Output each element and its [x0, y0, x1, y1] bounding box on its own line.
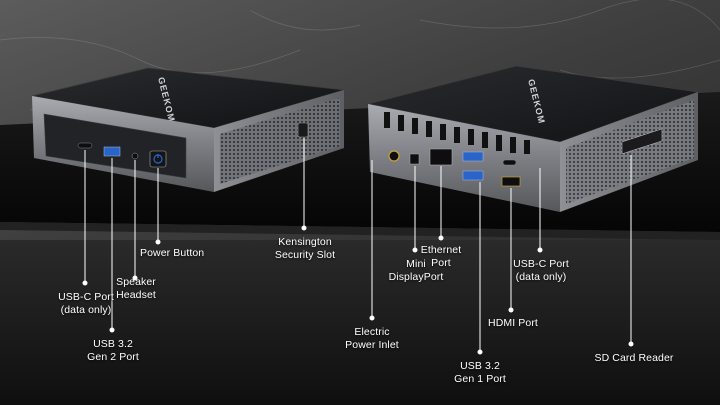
label-power-button: Power Button [140, 247, 205, 259]
mini-pc-rear: GEEKOM [367, 65, 699, 212]
audio-jack [131, 152, 139, 160]
label-kensington: Kensington Security Slot [274, 236, 336, 261]
kensington-slot-left [297, 122, 309, 138]
hdmi-port [501, 176, 521, 187]
label-mini-displayport: Mini DisplayPort [388, 258, 444, 283]
usb32-gen1-port-a [462, 151, 484, 162]
usb-c-front-port [77, 142, 93, 149]
label-hdmi: HDMI Port [488, 317, 538, 329]
label-usb-c-rear: USB-C Port (data only) [513, 258, 569, 283]
sd-card-slot [621, 128, 663, 155]
textured-floor [0, 240, 720, 405]
usb32-gen1-port-b [462, 170, 484, 181]
label-speaker-headset: Speaker Headset [116, 276, 156, 301]
rear-vents [384, 112, 530, 154]
mini-dp-port [409, 153, 420, 165]
dc-inlet [388, 150, 400, 162]
usb32-gen2-port [103, 146, 121, 157]
ethernet-port [429, 148, 453, 166]
label-sd-card: SD Card Reader [594, 352, 674, 364]
usb-c-rear-port [502, 159, 517, 166]
label-usb32-gen2: USB 3.2 Gen 2 Port [87, 338, 139, 363]
label-usb32-gen1: USB 3.2 Gen 1 Port [454, 360, 506, 385]
power-button [149, 150, 167, 168]
callout-lines [82, 138, 634, 355]
mini-pc-front: GEEKOM [31, 67, 345, 192]
label-ethernet: Ethernet Port [420, 244, 462, 269]
label-electric-inlet: Electric Power Inlet [345, 326, 399, 351]
label-usb-c-front: USB-C Port (data only) [58, 291, 114, 316]
